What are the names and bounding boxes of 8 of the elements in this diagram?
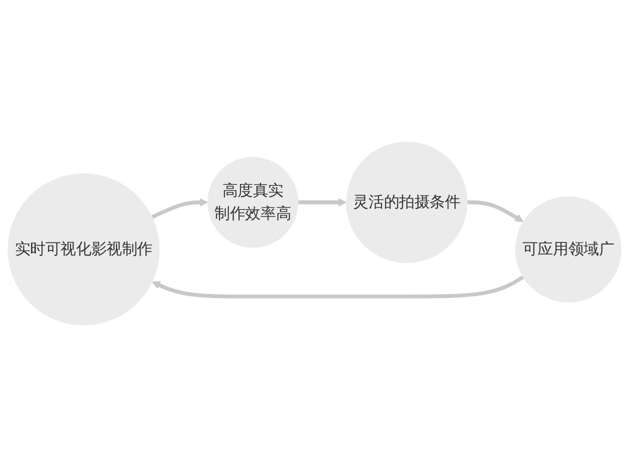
arrow — [298, 198, 346, 207]
arrow — [152, 198, 208, 219]
node-circle: 灵活的拍摄条件 — [346, 142, 468, 264]
node-circle: 可应用领域广 — [515, 196, 622, 302]
arrow — [152, 275, 524, 298]
node-circle: 实时可视化影视制作 — [8, 173, 160, 326]
node-circle: 高度真实 制作效率高 — [207, 156, 298, 248]
arrow — [467, 200, 524, 222]
